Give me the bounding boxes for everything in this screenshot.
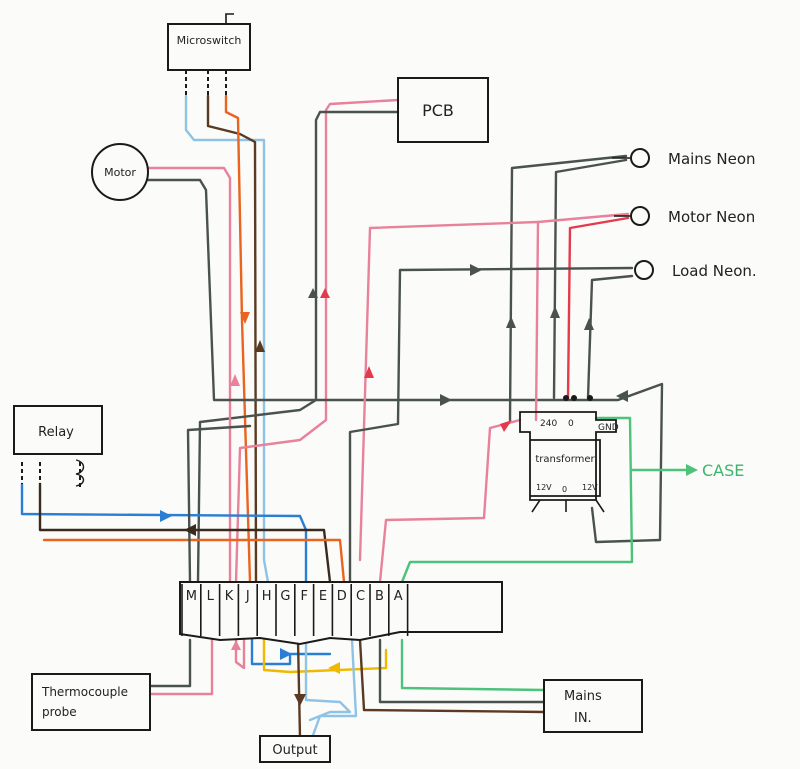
arrow-red-up-2	[364, 366, 374, 378]
relay-label: Relay	[38, 425, 74, 440]
arrow-transformer-red	[500, 420, 512, 432]
arrow-pink-up	[230, 374, 240, 386]
wire-motor-pink	[146, 166, 232, 584]
terminal-label-j: J	[245, 589, 250, 604]
wire-mains-grey	[378, 638, 546, 704]
wire-mains-neon-dark	[552, 158, 628, 400]
wire-relay-orange	[42, 538, 346, 584]
motor-circle: Motor	[91, 143, 149, 201]
terminal-label-f: F	[300, 589, 307, 604]
microswitch-label: Microswitch	[177, 34, 242, 47]
arrow-grey-right-2	[470, 264, 482, 276]
wire-motor-neon-pink	[534, 212, 630, 422]
arrow-grey-up-2	[506, 316, 516, 328]
arrow-pink-up-bottom	[231, 640, 241, 650]
mains-neon-label: Mains Neon	[668, 150, 756, 168]
wire-relay-blue	[20, 482, 308, 584]
microswitch-box: Microswitch	[167, 13, 251, 96]
wire-mains-green	[400, 638, 546, 692]
arrow-grey-up-4	[584, 318, 594, 330]
wire-output-brown	[296, 638, 302, 740]
transformer-pin-12v-left: 12V	[536, 483, 552, 492]
transformer-pin-240: 240	[540, 419, 557, 429]
terminal-label-l: L	[207, 589, 215, 604]
transformer-label: transformer	[535, 454, 595, 465]
transformer-pin-12v-right: 12V	[582, 483, 598, 492]
arrow-grey-left-gnd	[616, 390, 628, 402]
arrow-grey-right	[440, 394, 452, 406]
wire-thermocouple-pink	[148, 638, 214, 696]
arrow-blue-right-bottom	[280, 648, 292, 660]
wire-green-case	[400, 416, 634, 584]
arrow-case-right	[686, 464, 698, 476]
wire-motor-neon-pink-2	[358, 220, 540, 562]
wire-pcb-grey	[196, 110, 400, 584]
terminal-label-d: D	[337, 589, 347, 604]
thermocouple-label-2: probe	[42, 705, 77, 719]
transformer: 240 0 GND transformer 12V 0 12V	[519, 395, 619, 513]
terminal-label-b: B	[375, 589, 384, 604]
pcb-label: PCB	[422, 101, 454, 120]
motor-label: Motor	[104, 166, 136, 179]
arrow-blue-right	[160, 510, 172, 522]
wire-motor-neon-red	[566, 216, 630, 400]
thermocouple-probe-box: Thermocouple probe	[31, 673, 151, 731]
wire-transformer-red	[378, 418, 522, 584]
wire-pcb-pink	[234, 98, 400, 584]
arrow-orange-down	[240, 312, 250, 324]
arrow-grey-up	[308, 288, 318, 298]
transformer-pin-gnd: GND	[598, 423, 619, 433]
wire-output-yellow	[262, 638, 388, 674]
thermocouple-label-1: Thermocouple	[41, 685, 128, 699]
arrow-brown-up	[255, 340, 265, 352]
terminal-label-g: G	[280, 589, 290, 604]
terminal-label-h: H	[262, 589, 272, 604]
terminal-label-k: K	[225, 589, 234, 604]
terminal-label-m: M	[186, 589, 197, 604]
mains-in-label-1: Mains	[564, 689, 602, 704]
load-neon-label: Load Neon.	[672, 262, 757, 280]
wire-mains-brown	[358, 638, 546, 714]
wire-thermocouple-grey	[148, 638, 192, 688]
output-label: Output	[272, 743, 317, 758]
case-label: CASE	[702, 461, 744, 480]
pcb-box: PCB	[397, 77, 489, 143]
mains-neon: Mains Neon	[612, 148, 756, 168]
mains-in-label-2: IN.	[574, 711, 592, 726]
wire-mains-lightblue	[310, 638, 358, 740]
wire-microswitch-orange	[224, 94, 252, 584]
wire-load-neon-dark	[586, 274, 634, 400]
arrow-brown-down	[294, 694, 306, 706]
wires	[20, 94, 692, 740]
wire-output-lightblue	[304, 638, 352, 722]
wire-microswitch-brown	[206, 94, 258, 584]
wire-relay-black	[38, 482, 332, 584]
arrow-black-left	[184, 524, 196, 536]
wire-mains-neon-grey	[508, 154, 628, 422]
transformer-pin-0: 0	[568, 419, 574, 429]
arrow-red-up	[320, 288, 330, 298]
transformer-pin-0v: 0	[562, 485, 567, 494]
terminal-label-e: E	[319, 589, 327, 604]
terminal-label-c: C	[356, 589, 365, 604]
relay-box: Relay	[13, 405, 103, 490]
motor-neon-label: Motor Neon	[668, 208, 755, 226]
output-box: Output	[259, 735, 331, 763]
wire-output-pink	[234, 638, 246, 670]
terminal-label-a: A	[394, 589, 403, 604]
motor-neon: Motor Neon	[614, 206, 755, 226]
arrow-grey-up-3	[550, 306, 560, 318]
arrow-yellow-left	[328, 662, 340, 674]
mains-in-box: Mains IN.	[543, 679, 643, 733]
wire-microswitch-lightblue	[184, 94, 270, 584]
load-neon: Load Neon.	[634, 260, 757, 280]
wire-output-blue	[250, 638, 332, 666]
wire-arrows	[160, 264, 698, 722]
